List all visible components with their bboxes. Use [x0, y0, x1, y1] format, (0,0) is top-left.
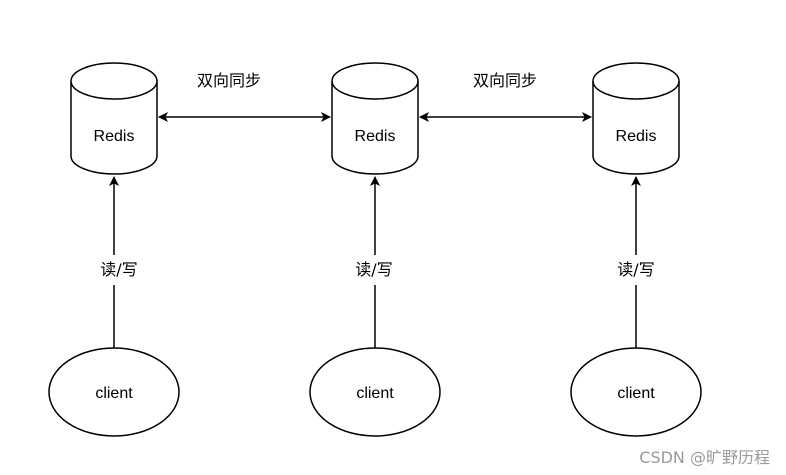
redis-label: Redis [94, 128, 135, 145]
client-label: client [356, 385, 394, 402]
access-edge-3[interactable]: 读/写 [617, 176, 655, 348]
redis-label: Redis [616, 128, 657, 145]
access-label: 读/写 [355, 260, 392, 279]
redis-cylinder-body [592, 81, 680, 175]
redis-cylinder-top [592, 62, 680, 100]
sync-edge-2[interactable]: 双向同步 [419, 71, 592, 122]
redis-cylinder-body [70, 81, 158, 175]
client-node-2[interactable]: client [309, 347, 441, 437]
access-label: 读/写 [617, 260, 654, 279]
access-edge-1[interactable]: 读/写 [100, 176, 138, 348]
redis-node-1[interactable]: Redis [70, 62, 158, 175]
client-label: client [617, 385, 655, 402]
watermark-text: CSDN @旷野历程 [639, 448, 770, 467]
client-node-1[interactable]: client [48, 347, 180, 437]
redis-cylinder-top [70, 62, 158, 100]
client-label: client [95, 385, 133, 402]
redis-cylinder-body [331, 81, 419, 175]
sync-label: 双向同步 [473, 71, 537, 90]
redis-node-2[interactable]: Redis [331, 62, 419, 175]
access-label: 读/写 [100, 260, 137, 279]
sync-edge-1[interactable]: 双向同步 [158, 71, 331, 122]
redis-node-3[interactable]: Redis [592, 62, 680, 175]
sync-label: 双向同步 [197, 71, 261, 90]
client-node-3[interactable]: client [570, 347, 702, 437]
redis-cylinder-top [331, 62, 419, 100]
redis-label: Redis [355, 128, 396, 145]
access-edge-2[interactable]: 读/写 [355, 176, 393, 348]
